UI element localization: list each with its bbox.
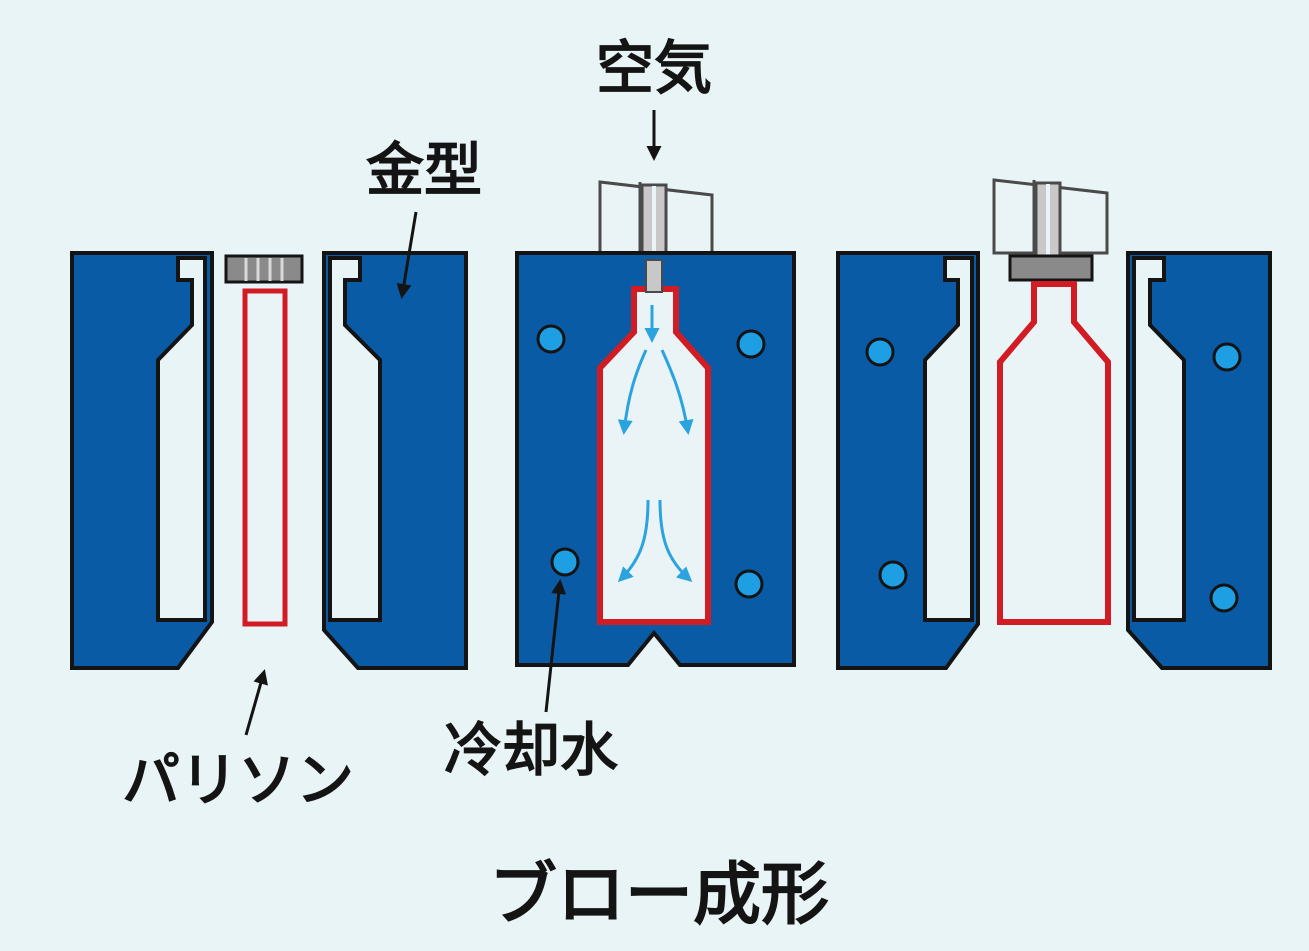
mold-half-left-stage1 bbox=[70, 251, 214, 670]
mold-arrow bbox=[396, 211, 418, 299]
cooling-water-channel bbox=[550, 547, 580, 577]
stage-2-blowing bbox=[515, 180, 796, 667]
cooling-water-channel bbox=[1209, 583, 1239, 613]
parison-arrow bbox=[244, 669, 268, 736]
cooling-water-channel bbox=[865, 337, 895, 367]
label-mold: 金型 bbox=[366, 136, 482, 204]
cooling-water-channel bbox=[736, 329, 766, 359]
label-parison: パリソン bbox=[122, 746, 354, 814]
mold-half-right-stage3 bbox=[1126, 251, 1272, 670]
mold-half-left-stage3 bbox=[836, 251, 980, 670]
blown-bottle-stage2 bbox=[597, 286, 711, 625]
cooling-water-channel bbox=[1212, 342, 1242, 372]
leader-arrows bbox=[244, 110, 662, 736]
stage-3-release bbox=[836, 178, 1272, 670]
cooling-water-arrow bbox=[544, 579, 567, 713]
cooling-water-channel bbox=[536, 324, 566, 354]
parison-tube bbox=[242, 288, 288, 627]
finished-bottle bbox=[997, 281, 1111, 625]
stage-1-parison bbox=[70, 251, 468, 670]
diagram-caption: ブロー成形 bbox=[489, 856, 829, 935]
mold-half-right-stage1 bbox=[322, 251, 468, 670]
air-flow-arrows bbox=[617, 305, 694, 583]
parison-nozzle bbox=[224, 254, 304, 284]
label-air: 空気 bbox=[596, 34, 712, 102]
cooling-water-channel bbox=[734, 569, 764, 599]
cooling-water-channel bbox=[878, 560, 908, 590]
label-cooling-water: 冷却水 bbox=[444, 716, 619, 784]
